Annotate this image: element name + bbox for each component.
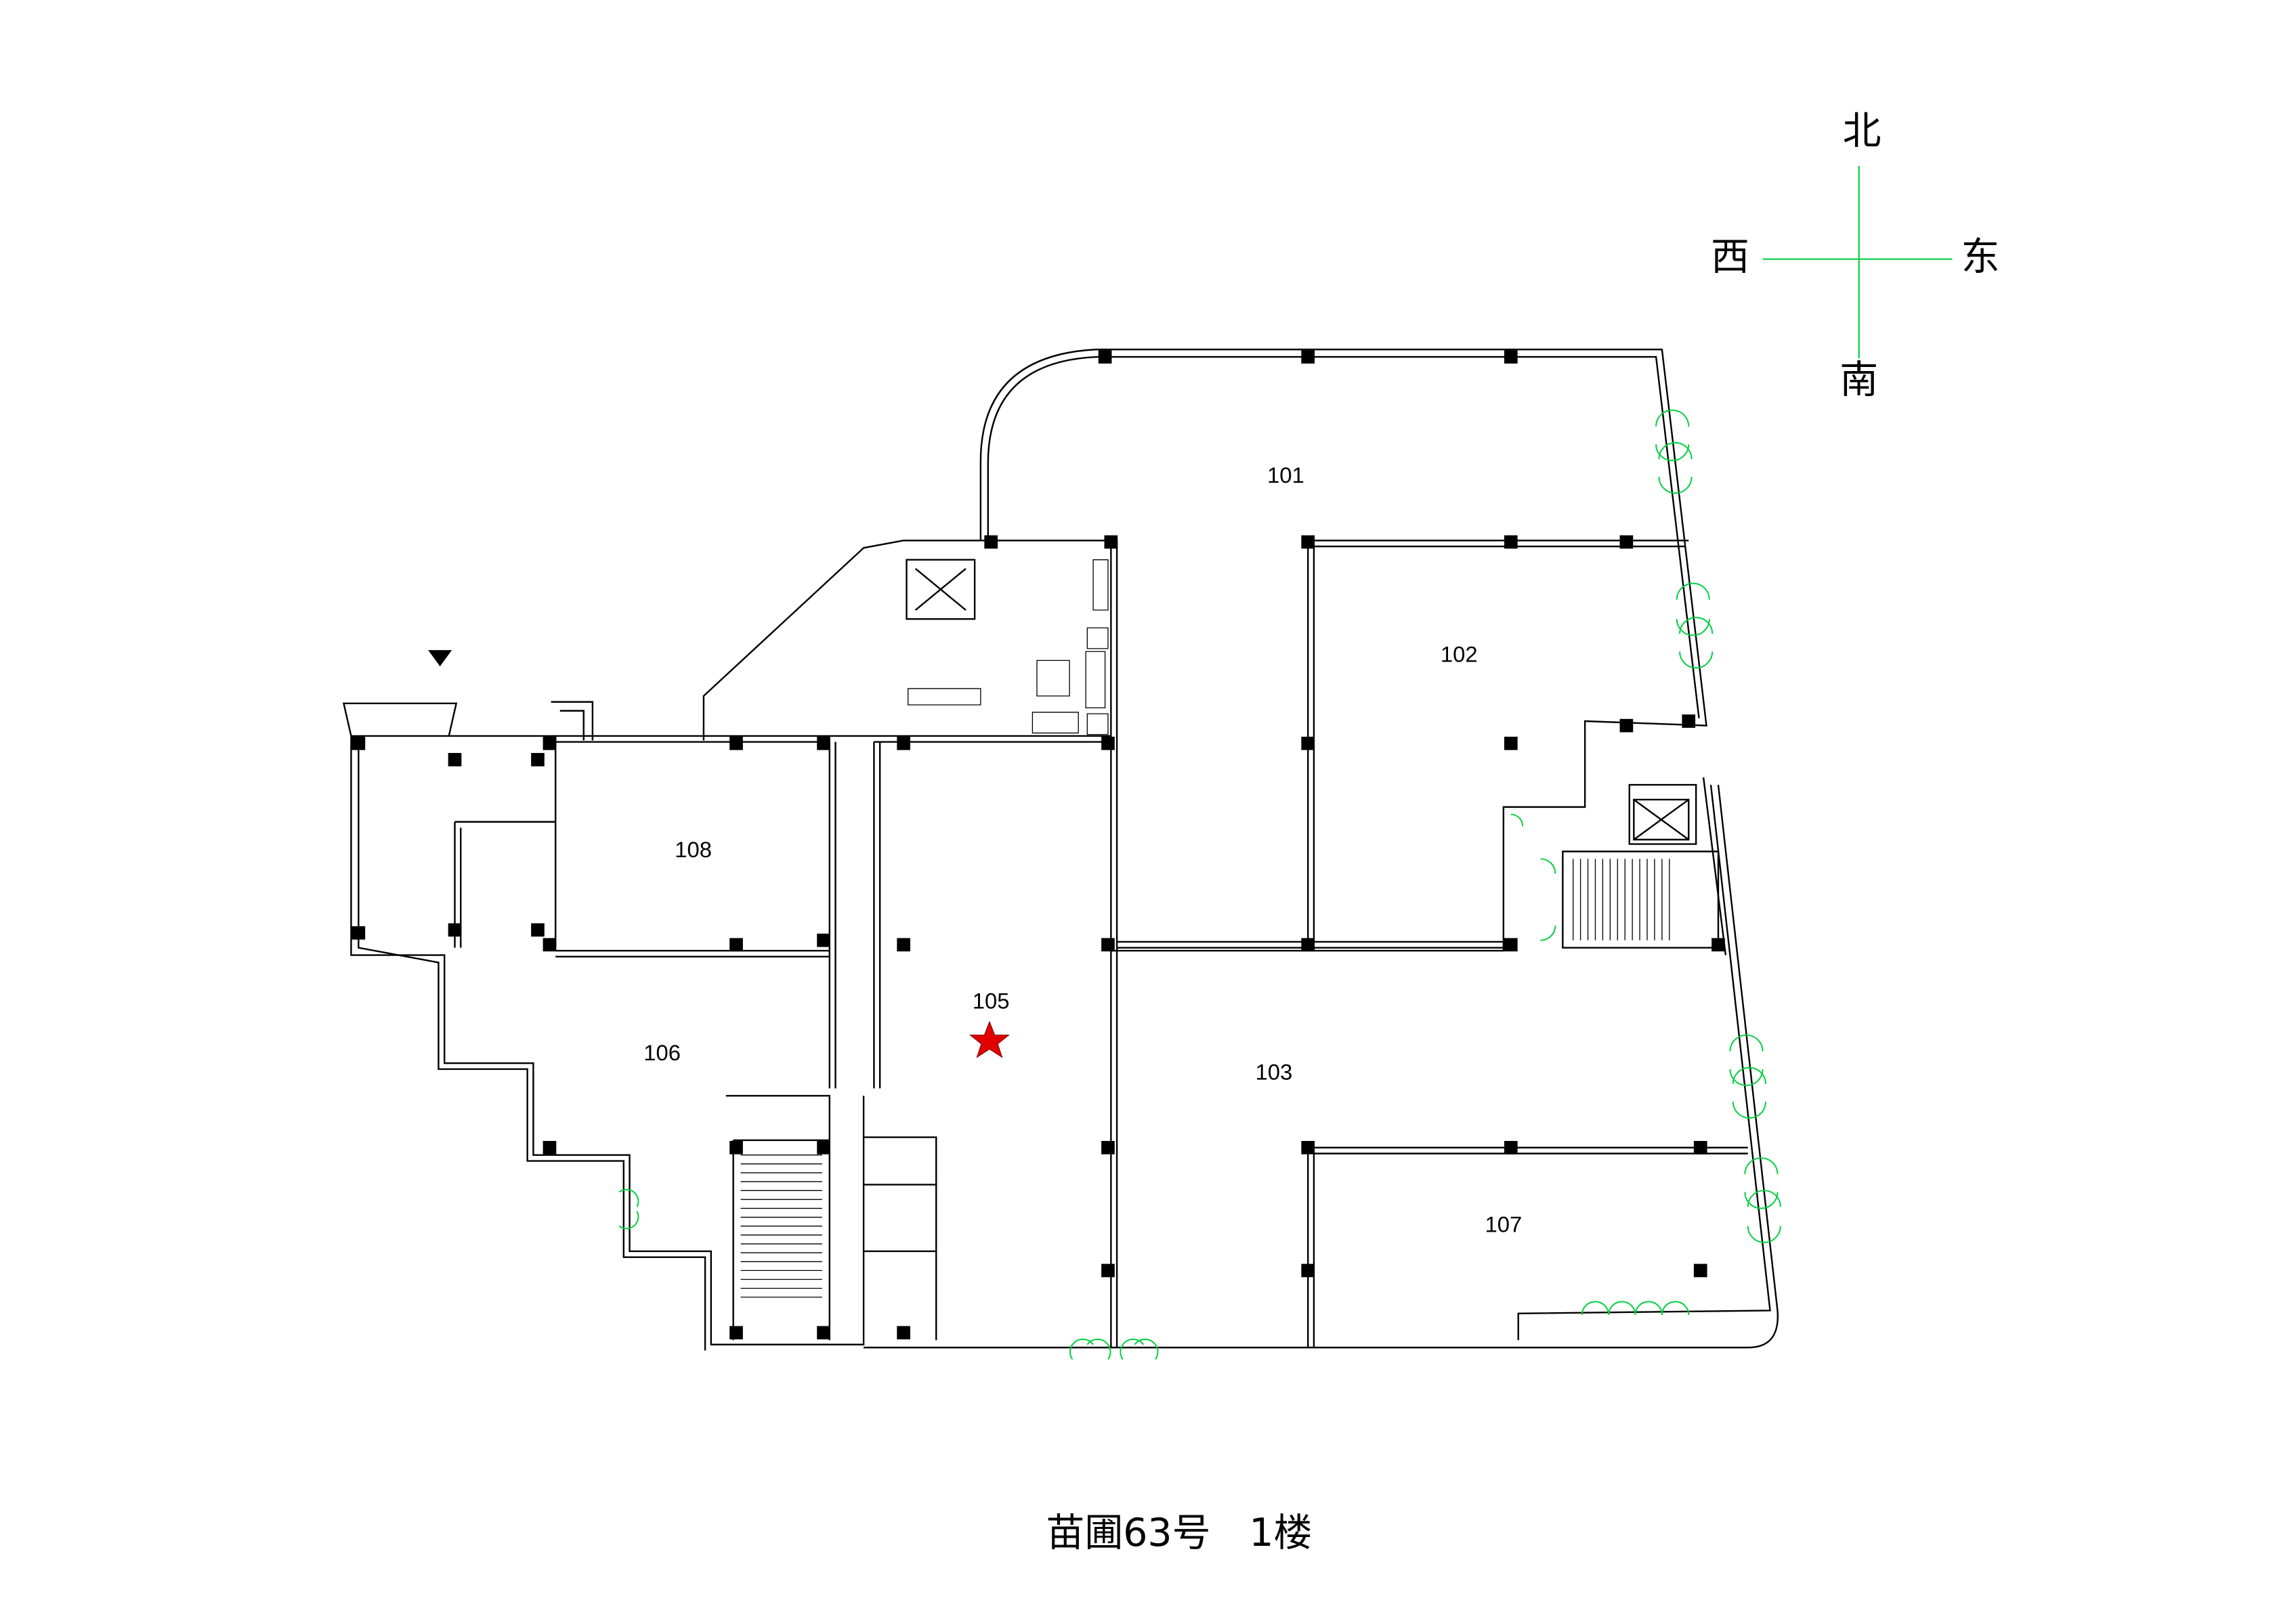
room-label-102: 102 xyxy=(1441,642,1478,667)
room-label-106: 106 xyxy=(643,1040,681,1065)
compass-south: 南 xyxy=(1840,358,1878,402)
column xyxy=(817,737,830,750)
column xyxy=(1619,535,1634,549)
column xyxy=(1504,350,1518,364)
column xyxy=(1301,535,1315,549)
column xyxy=(543,1141,557,1154)
column xyxy=(1504,1141,1518,1154)
room-label-107: 107 xyxy=(1485,1212,1523,1237)
column xyxy=(817,1326,830,1340)
room-label-101: 101 xyxy=(1267,462,1304,488)
star-icon xyxy=(969,1020,1010,1058)
walls xyxy=(342,348,1779,1351)
column xyxy=(1504,535,1518,549)
column xyxy=(1712,938,1725,952)
column xyxy=(1301,350,1315,364)
column xyxy=(1693,1141,1707,1154)
compass-west: 西 xyxy=(1711,234,1749,279)
column xyxy=(1101,1141,1115,1154)
column xyxy=(1504,737,1518,750)
columns xyxy=(352,350,1725,1340)
column xyxy=(1098,350,1112,364)
compass: 北 西 东 南 xyxy=(1711,108,1999,402)
column xyxy=(1301,737,1315,750)
column xyxy=(448,753,462,766)
column xyxy=(1693,1263,1707,1278)
column xyxy=(1104,535,1118,549)
column xyxy=(897,737,910,750)
compass-north: 北 xyxy=(1843,108,1882,153)
column xyxy=(1301,938,1315,952)
column xyxy=(1101,737,1115,750)
column xyxy=(729,1326,743,1340)
column xyxy=(897,938,910,952)
plan-title: 苗圃63号 1楼 xyxy=(1046,1511,1313,1555)
column xyxy=(729,1141,743,1154)
column xyxy=(1301,1263,1315,1278)
column xyxy=(543,938,557,952)
column xyxy=(729,938,743,952)
column xyxy=(1619,718,1634,733)
column xyxy=(897,1326,910,1340)
column xyxy=(1504,938,1518,952)
column xyxy=(729,737,743,750)
room-label-108: 108 xyxy=(675,837,712,862)
column xyxy=(984,535,998,549)
column xyxy=(531,753,545,766)
furniture-details xyxy=(740,559,1670,1298)
compass-east: 东 xyxy=(1961,234,2000,279)
triangle-down-icon xyxy=(428,650,452,667)
column xyxy=(352,737,366,750)
column xyxy=(1682,714,1696,728)
room-label-105: 105 xyxy=(973,988,1010,1013)
column xyxy=(352,926,366,940)
column xyxy=(1101,1263,1115,1278)
column xyxy=(531,923,545,937)
room-label-103: 103 xyxy=(1256,1059,1293,1084)
column xyxy=(543,737,557,750)
column xyxy=(1101,938,1115,952)
column xyxy=(817,1141,830,1154)
doors xyxy=(618,409,1781,1360)
column xyxy=(448,923,462,937)
column xyxy=(1301,1141,1315,1154)
column xyxy=(817,933,830,947)
room-labels: 101 102 103 105 106 107 108 xyxy=(643,462,1522,1237)
